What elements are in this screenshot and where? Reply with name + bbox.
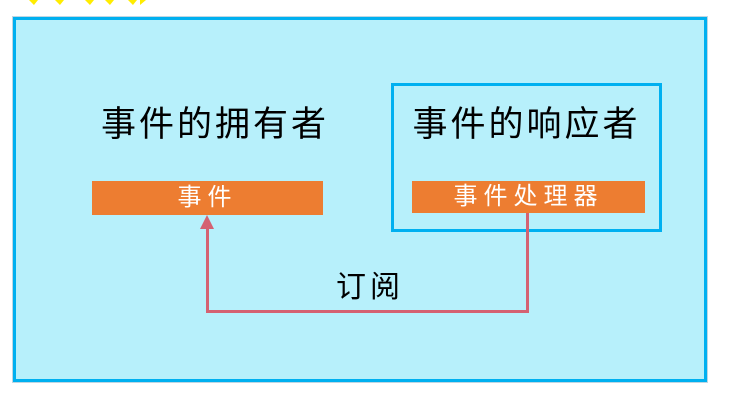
arrowhead-up-icon: [200, 215, 214, 229]
subscribe-arrow-segment: [526, 213, 529, 313]
event-box: 事件: [92, 181, 323, 215]
yellow-mark-icon: [29, 0, 38, 5]
yellow-mark-icon: [140, 0, 146, 5]
yellow-mark-icon: [55, 0, 64, 5]
subscribe-arrow-segment: [206, 228, 209, 313]
yellow-mark-icon: [128, 0, 137, 5]
yellow-mark-icon: [85, 0, 94, 5]
event-handler-box: 事件处理器: [412, 181, 645, 213]
yellow-mark-icon: [105, 0, 114, 5]
event-owner-title: 事件的拥有者: [100, 105, 329, 144]
yellow-star-tips-row: [0, 0, 200, 6]
subscribe-arrow-segment: [206, 310, 529, 313]
subscribe-label: 订阅: [336, 271, 404, 304]
event-responder-title: 事件的响应者: [412, 105, 641, 144]
